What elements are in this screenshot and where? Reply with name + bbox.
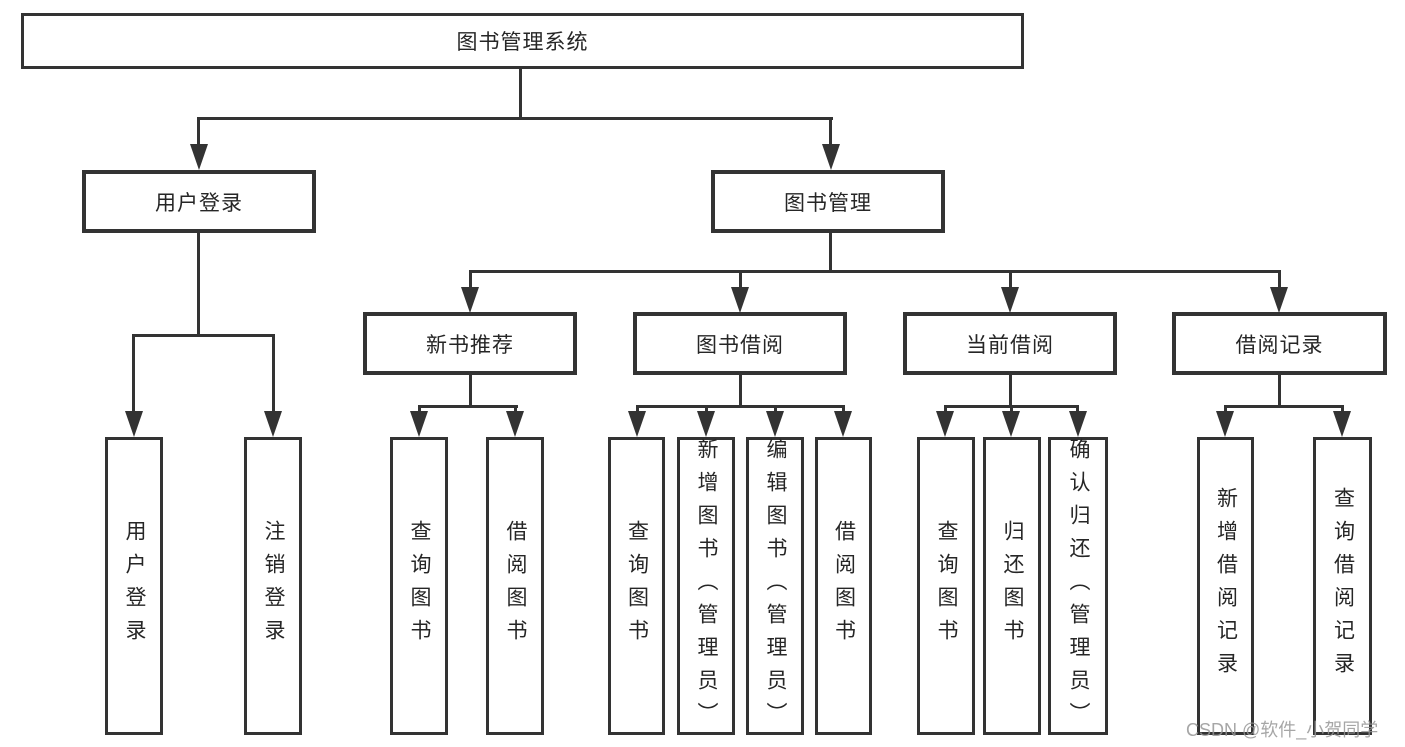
node-leaf-logout-label: 注销登录 bbox=[262, 520, 286, 652]
connector-root-stem bbox=[519, 69, 522, 119]
node-leaf-logout: 注销登录 bbox=[244, 437, 302, 735]
connector-stem bbox=[1009, 375, 1012, 407]
connector-drop bbox=[1341, 405, 1344, 414]
arrow-down-icon bbox=[1216, 411, 1234, 437]
node-leaf-add-borrow-record-label: 新增借阅记录 bbox=[1214, 487, 1238, 685]
connector-stem bbox=[469, 375, 472, 407]
arrow-down-icon bbox=[506, 411, 524, 437]
node-book-management-label: 图书管理 bbox=[784, 191, 872, 215]
node-leaf-edit-book-admin-label: 编辑图书（管理员） bbox=[764, 437, 788, 735]
node-leaf-query-books-borrow: 查询图书 bbox=[608, 437, 665, 735]
arrow-down-icon bbox=[264, 411, 282, 437]
node-new-book-recommend: 新书推荐 bbox=[363, 312, 577, 375]
node-leaf-add-book-admin-label: 新增图书（管理员） bbox=[695, 437, 719, 735]
arrow-down-icon bbox=[461, 287, 479, 313]
connector-stem bbox=[739, 375, 742, 407]
connector-drop bbox=[272, 334, 275, 414]
node-book-management: 图书管理 bbox=[711, 170, 945, 233]
arrow-down-icon bbox=[834, 411, 852, 437]
node-leaf-query-books-recommend: 查询图书 bbox=[390, 437, 448, 735]
node-new-book-recommend-label: 新书推荐 bbox=[426, 333, 514, 357]
connector-drop bbox=[197, 117, 200, 147]
node-current-borrow-label: 当前借阅 bbox=[966, 333, 1054, 357]
node-leaf-query-borrow-record: 查询借阅记录 bbox=[1313, 437, 1372, 735]
connector-userlogin-bar bbox=[132, 334, 275, 337]
node-leaf-confirm-return-admin-label: 确认归还（管理员） bbox=[1067, 437, 1091, 735]
arrow-down-icon bbox=[766, 411, 784, 437]
connector-drop bbox=[1076, 405, 1079, 414]
arrow-down-icon bbox=[1270, 287, 1288, 313]
node-root-label: 图书管理系统 bbox=[456, 31, 589, 54]
connector-drop bbox=[739, 270, 742, 290]
connector-drop bbox=[774, 405, 777, 414]
connector-bar bbox=[419, 405, 518, 408]
connector-bar bbox=[636, 405, 844, 408]
arrow-down-icon bbox=[1002, 411, 1020, 437]
node-leaf-query-books-current: 查询图书 bbox=[917, 437, 975, 735]
node-leaf-confirm-return-admin: 确认归还（管理员） bbox=[1048, 437, 1108, 735]
arrow-down-icon bbox=[822, 144, 840, 170]
node-leaf-return-book-label: 归还图书 bbox=[1001, 520, 1025, 652]
node-leaf-add-book-admin: 新增图书（管理员） bbox=[677, 437, 735, 735]
arrow-down-icon bbox=[410, 411, 428, 437]
connector-drop bbox=[418, 405, 421, 414]
arrow-down-icon bbox=[731, 287, 749, 313]
connector-drop bbox=[842, 405, 845, 414]
connector-drop bbox=[829, 117, 832, 147]
node-leaf-add-borrow-record: 新增借阅记录 bbox=[1197, 437, 1254, 735]
csdn-watermark: CSDN @软件_小贺同学 bbox=[1186, 720, 1379, 740]
connector-drop bbox=[1224, 405, 1227, 414]
connector-userlogin-stem bbox=[197, 233, 200, 336]
arrow-down-icon bbox=[190, 144, 208, 170]
node-borrow-records: 借阅记录 bbox=[1172, 312, 1387, 375]
arrow-down-icon bbox=[125, 411, 143, 437]
connector-bookmgmt-stem bbox=[829, 233, 832, 273]
node-leaf-user-login-label: 用户登录 bbox=[123, 520, 147, 652]
connector-drop bbox=[944, 405, 947, 414]
node-book-borrow-label: 图书借阅 bbox=[696, 333, 784, 357]
connector-drop bbox=[132, 334, 135, 414]
arrow-down-icon bbox=[697, 411, 715, 437]
connector-stem bbox=[1278, 375, 1281, 407]
connector-drop bbox=[1009, 270, 1012, 290]
arrow-down-icon bbox=[628, 411, 646, 437]
node-root: 图书管理系统 bbox=[21, 13, 1024, 69]
node-leaf-borrow-books-recommend: 借阅图书 bbox=[486, 437, 544, 735]
connector-root-bar bbox=[197, 117, 833, 120]
node-leaf-borrow-books: 借阅图书 bbox=[815, 437, 872, 735]
arrow-down-icon bbox=[1001, 287, 1019, 313]
node-current-borrow: 当前借阅 bbox=[903, 312, 1117, 375]
node-leaf-user-login: 用户登录 bbox=[105, 437, 163, 735]
node-leaf-query-borrow-record-label: 查询借阅记录 bbox=[1331, 487, 1355, 685]
node-leaf-borrow-books-label: 借阅图书 bbox=[832, 520, 856, 652]
node-borrow-records-label: 借阅记录 bbox=[1235, 333, 1324, 357]
arrow-down-icon bbox=[1069, 411, 1087, 437]
connector-level3-bar bbox=[469, 270, 1281, 273]
arrow-down-icon bbox=[936, 411, 954, 437]
connector-drop bbox=[1278, 270, 1281, 290]
node-user-login: 用户登录 bbox=[82, 170, 316, 233]
connector-drop bbox=[636, 405, 639, 414]
node-leaf-query-books-recommend-label: 查询图书 bbox=[408, 520, 432, 652]
connector-drop bbox=[469, 270, 472, 290]
node-user-login-label: 用户登录 bbox=[155, 191, 243, 215]
node-book-borrow: 图书借阅 bbox=[633, 312, 847, 375]
node-leaf-return-book: 归还图书 bbox=[983, 437, 1041, 735]
connector-drop bbox=[705, 405, 708, 414]
node-leaf-query-books-current-label: 查询图书 bbox=[935, 520, 959, 652]
arrow-down-icon bbox=[1333, 411, 1351, 437]
connector-drop bbox=[514, 405, 517, 414]
node-leaf-borrow-books-recommend-label: 借阅图书 bbox=[504, 520, 528, 652]
connector-bar bbox=[1224, 405, 1344, 408]
node-leaf-edit-book-admin: 编辑图书（管理员） bbox=[746, 437, 804, 735]
connector-drop bbox=[1010, 405, 1013, 414]
node-leaf-query-books-borrow-label: 查询图书 bbox=[625, 520, 649, 652]
